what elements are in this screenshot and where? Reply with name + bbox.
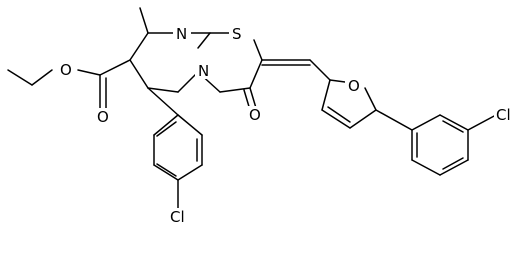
bond: [153, 164, 179, 181]
bond: [253, 39, 263, 61]
bond: [249, 87, 257, 109]
bond: [439, 159, 469, 176]
bond: [219, 87, 251, 93]
bond: [139, 7, 149, 34]
bond: [153, 114, 179, 136]
nitrogen-atom-label: N: [198, 62, 209, 80]
oxygen-atom-label: O: [97, 108, 109, 126]
bond: [249, 59, 263, 89]
bond: [156, 163, 177, 177]
atom-labels: N S N O O O O Cl Cl: [57, 25, 518, 226]
bond: [349, 109, 377, 129]
bond: [77, 69, 101, 76]
bond: [177, 114, 203, 136]
atom-label-bg: [345, 77, 363, 94]
bond: [309, 59, 331, 81]
bond: [327, 106, 351, 123]
bond: [147, 87, 179, 116]
bond: [375, 109, 413, 131]
atom-label-bg: [229, 25, 247, 42]
bond: [177, 164, 203, 181]
sulfur-atom-label: S: [232, 25, 242, 43]
chlorine-atom-label: Cl: [170, 208, 185, 226]
oxygen-atom-label: O: [60, 61, 72, 79]
bond: [442, 157, 464, 170]
bond: [177, 71, 199, 93]
atom-label-bg: [57, 61, 75, 78]
bond: [439, 114, 469, 131]
bond: [129, 59, 149, 89]
bond: [321, 109, 351, 129]
bond: [156, 121, 177, 137]
oxygen-atom-label: O: [249, 106, 261, 124]
atom-label-bg: [173, 25, 191, 42]
bond: [467, 114, 497, 131]
atom-label-bg: [195, 62, 213, 79]
bond: [329, 79, 346, 83]
bond: [7, 69, 33, 86]
bond: [321, 79, 331, 111]
bond: [147, 87, 179, 93]
atom-label-bg: [246, 106, 264, 123]
bond: [99, 59, 131, 76]
atom-label-bg: [168, 208, 190, 225]
bond: [411, 114, 441, 131]
bond: [411, 159, 441, 176]
oxygen-atom-label: O: [348, 77, 360, 95]
nitrogen-atom-label: N: [176, 25, 187, 43]
atom-label-bg: [494, 106, 518, 123]
bond: [197, 32, 211, 49]
chlorine-atom-label: Cl: [496, 106, 511, 124]
bond: [442, 120, 464, 133]
bond: [129, 32, 149, 61]
bond: [31, 69, 53, 86]
atom-label-bg: [94, 108, 112, 125]
bond: [364, 87, 377, 111]
